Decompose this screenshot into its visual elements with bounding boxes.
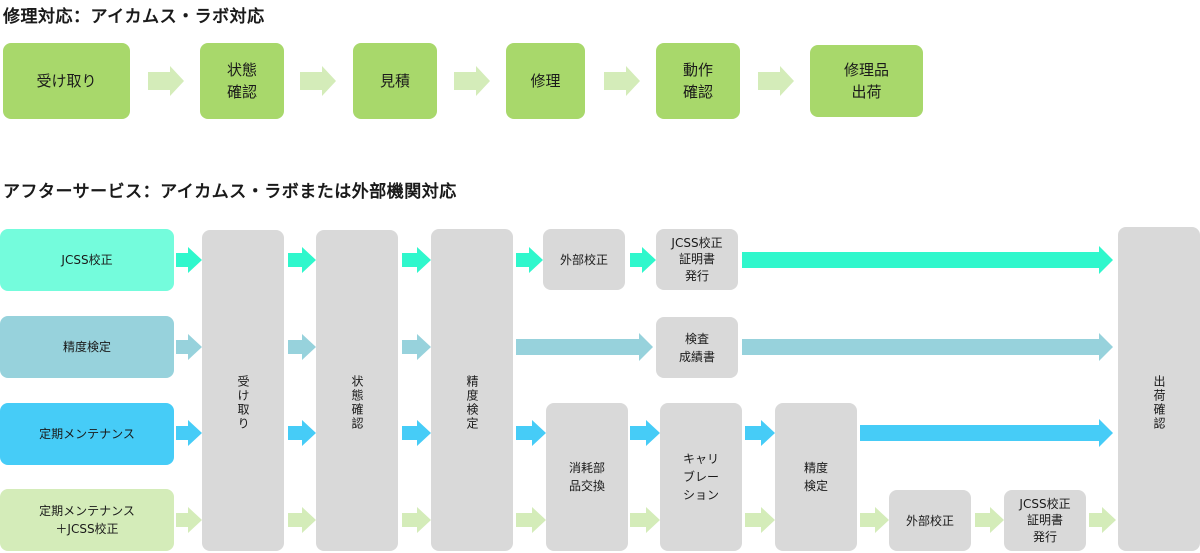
arrow-accuracy-to-ship [742, 333, 1113, 361]
repair-step-estimate: 見積 [353, 43, 437, 119]
arrow-mj-to-accuracy [745, 507, 775, 533]
arrow-row2-to-accuracy [402, 420, 431, 446]
repair-arrow-2 [454, 66, 490, 96]
maint-jcss-certificate-issue: JCSS校正 証明書 発行 [1004, 490, 1086, 551]
repair-step-repair: 修理 [506, 43, 585, 119]
category-periodic-maintenance: 定期メンテナンス [0, 403, 174, 465]
step-condition-label: 状態確認 [350, 375, 364, 431]
repair-arrow-1 [300, 66, 336, 96]
arrow-row1-to-accuracy [402, 334, 431, 360]
step-accuracy-label: 精度検定 [465, 375, 479, 431]
category-accuracy-inspection: 精度検定 [0, 316, 174, 378]
arrow-mj-to-external [860, 507, 889, 533]
maint-accuracy-inspection: 精度 検定 [775, 403, 857, 551]
arrow-accuracy-to-report [516, 333, 653, 361]
arrow-row2-to-condition [288, 420, 316, 446]
arrow-mj-to-certificate [975, 507, 1004, 533]
step-receive-column: 受け取り [202, 230, 284, 551]
repair-arrow-3 [604, 66, 640, 96]
repair-arrow-4 [758, 66, 794, 96]
category-jcss-calibration: JCSS校正 [0, 229, 174, 291]
arrow-row1-to-receive [176, 334, 202, 360]
maint-parts-replacement: 消耗部 品交換 [546, 403, 628, 551]
jcss-external-calibration: 外部校正 [543, 229, 625, 290]
arrow-row3-to-receive [176, 507, 202, 533]
repair-step-condition-check: 状態 確認 [200, 43, 284, 119]
after-service-heading: アフターサービス：アイカムス・ラボまたは外部機関対応 [3, 182, 457, 202]
arrow-row0-to-accuracy [402, 247, 431, 273]
inspection-report: 検査 成績書 [656, 317, 738, 378]
maint-calibration: キャリ ブレー ション [660, 403, 742, 551]
arrow-mj-to-ship [1089, 507, 1116, 533]
arrow-maint-to-calibration [630, 420, 660, 446]
arrow-mj-to-calibration [630, 507, 660, 533]
arrow-row0-to-condition [288, 247, 316, 273]
arrow-mj-to-parts [516, 507, 546, 533]
arrow-row3-to-condition [288, 507, 316, 533]
repair-step-operation-check: 動作 確認 [656, 43, 740, 119]
repair-step-receive: 受け取り [3, 43, 130, 119]
repair-heading: 修理対応：アイカムス・ラボ対応 [3, 7, 265, 27]
step-ship-check-column: 出荷確認 [1118, 227, 1200, 551]
repair-step-ship: 修理品 出荷 [810, 45, 923, 117]
arrow-jcss-to-certificate [630, 247, 656, 273]
arrow-row0-to-receive [176, 247, 202, 273]
arrow-maint-to-ship [860, 419, 1113, 447]
arrow-maint-to-parts [516, 420, 546, 446]
category-maintenance-plus-jcss: 定期メンテナンス ＋JCSS校正 [0, 489, 174, 551]
arrow-maint-to-accuracy [745, 420, 775, 446]
arrow-row3-to-accuracy [402, 507, 431, 533]
step-condition-column: 状態確認 [316, 230, 398, 551]
maint-jcss-external-calibration: 外部校正 [889, 490, 971, 551]
arrow-row2-to-receive [176, 420, 202, 446]
step-accuracy-column: 精度検定 [431, 229, 513, 551]
step-ship-check-label: 出荷確認 [1152, 375, 1166, 431]
arrow-jcss-to-external [516, 247, 543, 273]
arrow-jcss-to-ship [742, 246, 1113, 274]
repair-arrow-0 [148, 66, 184, 96]
arrow-row1-to-condition [288, 334, 316, 360]
step-receive-label: 受け取り [236, 375, 250, 431]
jcss-certificate-issue: JCSS校正 証明書 発行 [656, 229, 738, 290]
